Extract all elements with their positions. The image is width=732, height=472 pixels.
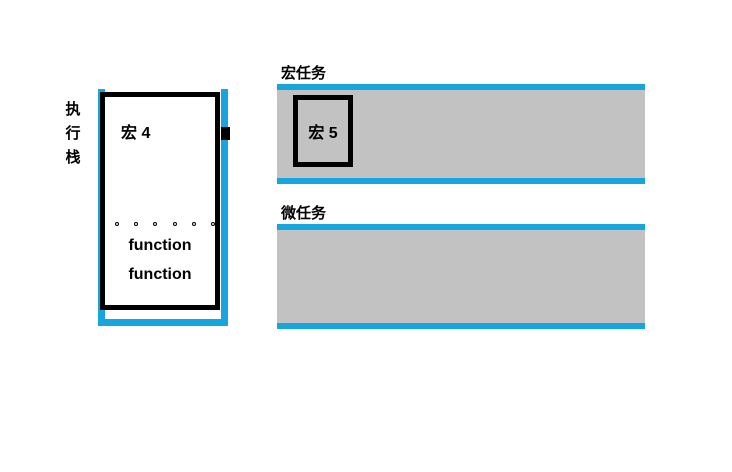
ellipsis-dot-icon [210, 222, 215, 226]
micro-task-queue-label: 微任务 [281, 205, 327, 222]
execution-stack-group: 执 行 栈 宏 4 function function [60, 85, 235, 335]
micro-task-queue-band [277, 224, 645, 329]
execution-stack-frame-inner: 宏 4 function function [105, 97, 215, 305]
stack-entry-function-2: function [128, 266, 192, 283]
execution-stack-label-char-1: 执 [65, 101, 81, 118]
micro-task-queue-band-inner [277, 230, 645, 323]
execution-stack-label-char-2: 行 [65, 125, 81, 142]
stack-pointer-marker-icon [221, 127, 230, 140]
execution-stack-label-char-3: 栈 [65, 149, 81, 166]
ellipsis-dot-icon [172, 222, 177, 226]
execution-stack-label: 执 行 栈 [60, 98, 86, 170]
stack-entry-function-1: function [128, 237, 192, 254]
execution-stack-frame: 宏 4 function function [100, 92, 220, 310]
macro-task-queue-band-inner: 宏 5 [277, 90, 645, 178]
ellipsis-dot-icon [134, 222, 139, 226]
stack-ellipsis-dots [115, 222, 215, 226]
stack-entry-top-task: 宏 4 [121, 125, 151, 142]
ellipsis-dot-icon [153, 222, 158, 226]
macro-task-queue-band: 宏 5 [277, 84, 645, 184]
ellipsis-dot-icon [115, 222, 119, 226]
macro-task-queue-group: 宏任务 宏 5 [277, 62, 649, 192]
ellipsis-dot-icon [191, 222, 196, 226]
macro-task-queue-label: 宏任务 [281, 65, 327, 82]
macro-task-item: 宏 5 [293, 95, 353, 167]
micro-task-queue-group: 微任务 [277, 202, 649, 337]
